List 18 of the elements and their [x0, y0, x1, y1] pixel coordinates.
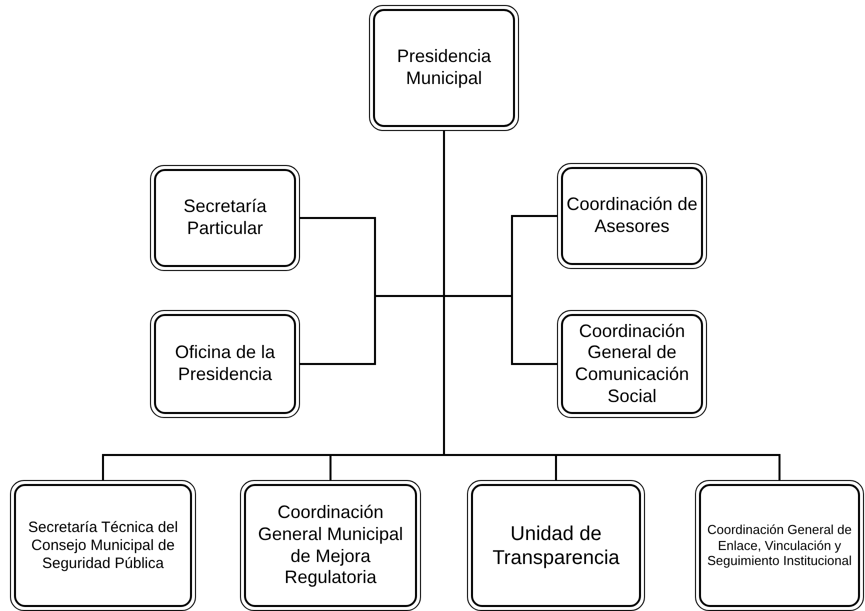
org-unit-box — [150, 165, 300, 271]
unit-name: Presidencia Municipal — [396, 46, 492, 90]
unit-name: Coordinación General de Enlace, Vinculación y Seguimiento Institucional — [706, 522, 853, 569]
unit-name: Oficina de la Presidencia — [174, 342, 276, 386]
org-unit-box — [150, 310, 300, 418]
unit-name: Unidad de Transparencia — [491, 522, 621, 570]
org-unit-box — [10, 480, 196, 611]
org-unit-box — [695, 480, 864, 611]
unit-name: Secretaría Técnica del Consejo Municipal de Seguridad Pública — [27, 518, 179, 572]
org-unit-box — [557, 163, 707, 269]
unit-name: Coordinación General de Comunicación Social — [574, 320, 690, 408]
org-unit-box — [557, 310, 707, 418]
unit-name: Secretaría Particular — [182, 196, 268, 240]
org-unit-box — [369, 5, 519, 131]
unit-name: Coordinación de Asesores — [565, 194, 699, 238]
org-unit-box — [467, 480, 645, 611]
org-unit-box — [240, 480, 421, 611]
unit-name: Coordinación General Municipal de Mejora Regulatoria — [256, 502, 404, 589]
